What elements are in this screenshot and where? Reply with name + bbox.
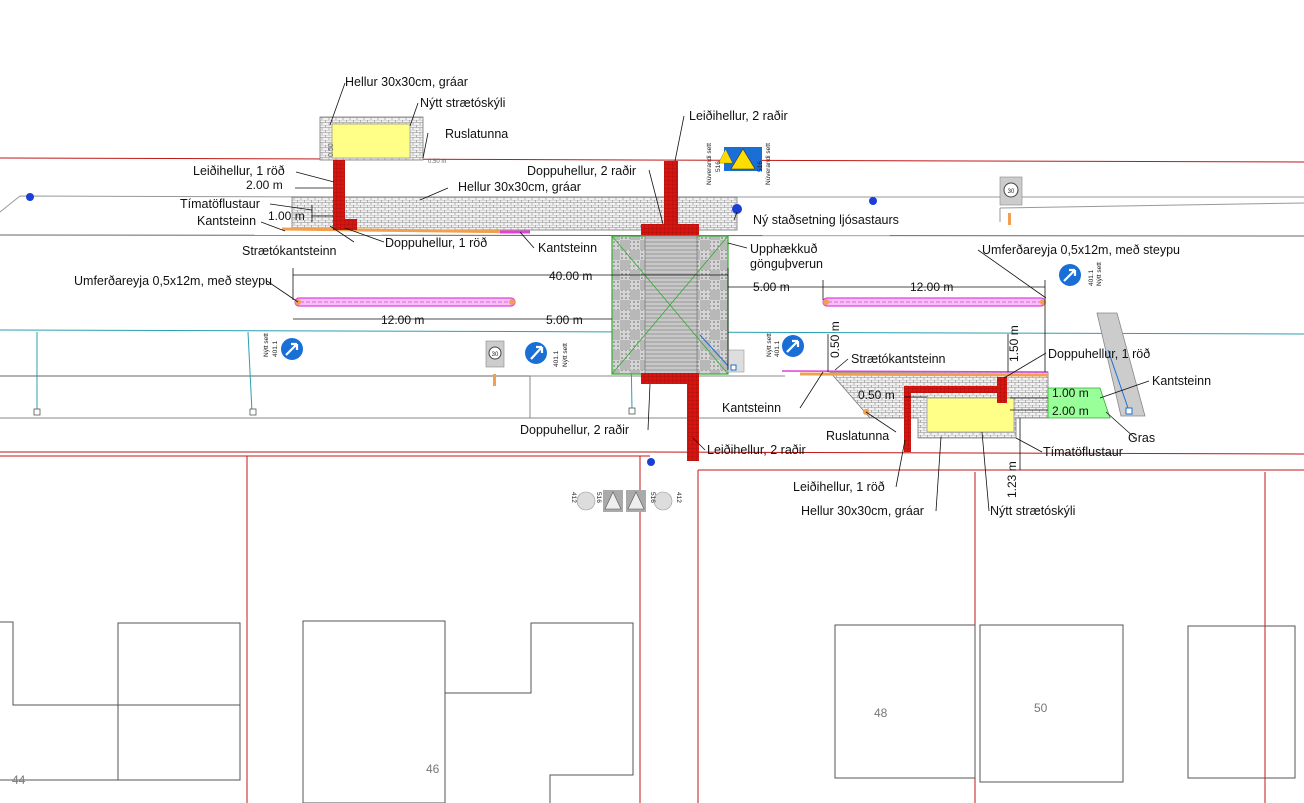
label-dot-tiles-1-right: Doppuhellur, 1 röð (1048, 347, 1150, 361)
label-pavers-mid: Hellur 30x30cm, gráar (458, 180, 581, 194)
dimension-2m-right: 2.00 m (1052, 404, 1089, 418)
new-lamp-post-icon (732, 204, 742, 214)
label-dot-tiles-1-top: Doppuhellur, 1 röð (385, 236, 487, 250)
sign-label: Núverandi sett (706, 143, 713, 185)
label-bus-kerb-right: Strætókantsteinn (851, 352, 946, 366)
label-new-shelter-top: Nýtt strætóskýli (420, 96, 505, 110)
dimension-150: 1.50 m (1007, 325, 1021, 362)
dimension-050-vert: 0.50 (328, 143, 335, 157)
house-number-50: 50 (1034, 701, 1048, 715)
lamp-post-icon (647, 458, 655, 466)
keep-right-sign-icon (1059, 264, 1081, 286)
dimension-lines (292, 187, 1048, 470)
keep-right-sign-icon (782, 335, 804, 357)
label-guide-tiles-1-top: Leiðihellur, 1 röð (193, 164, 285, 178)
buildings (0, 620, 1296, 803)
label-dot-tiles-2-top: Doppuhellur, 2 raðir (527, 164, 636, 178)
pedestrian-crossing-sign-icon (576, 490, 673, 512)
speed-30-sign-icon: 30 (485, 340, 505, 386)
speed-30-sign-icon: 30 (999, 176, 1023, 225)
house-number-48: 48 (874, 706, 888, 720)
sign-label: Nýtt sett (766, 333, 773, 357)
label-timetable-post-right: Tímatöflustaur (1043, 445, 1123, 459)
top-dot-tiles-2-rows (641, 224, 699, 235)
label-kerb-mid: Kantsteinn (538, 241, 597, 255)
dimension-050-right: 0.50 m (858, 388, 895, 402)
traffic-island-right (822, 297, 1046, 307)
house-number-44: 44 (12, 773, 26, 787)
label-island-left: Umferðareyja 0,5x12m, með steypu (74, 274, 272, 288)
sign-label: 412 (675, 492, 682, 503)
svg-text:30: 30 (492, 352, 499, 358)
label-pavers-bottom: Hellur 30x30cm, gráar (801, 504, 924, 518)
sign-label: 516 (757, 161, 764, 172)
dimension-1m-right: 1.00 m (1052, 386, 1089, 400)
dimension-40m: 40.00 m (549, 269, 592, 283)
bottom-dot-tiles-2-rows (641, 373, 699, 384)
top-bus-shelter (331, 123, 411, 159)
label-kerb-top: Kantsteinn (197, 214, 256, 228)
label-trash-bin-top: Ruslatunna (445, 127, 508, 141)
label-kerb-left-low: Kantsteinn (722, 401, 781, 415)
traffic-island-left (294, 297, 516, 307)
dimension-12m-left: 12.00 m (381, 313, 424, 327)
svg-text:30: 30 (1008, 189, 1015, 195)
sign-label: Núverandi sett (765, 143, 772, 185)
sign-label: 401.1 (1088, 269, 1095, 286)
label-timetable-post-top: Tímatöflustaur (180, 197, 260, 211)
lamp-post-icon (869, 197, 877, 205)
sign-label: 516 (715, 161, 722, 172)
sign-label: 401.1 (774, 340, 781, 357)
label-new-shelter-bottom: Nýtt strætóskýli (990, 504, 1075, 518)
dimension-050-vert-right: 0.50 m (828, 321, 842, 358)
label-guide-tiles-1-bottom: Leiðihellur, 1 röð (793, 480, 885, 494)
keep-right-sign-icon (525, 342, 547, 364)
label-bus-kerb-top: Strætókantsteinn (242, 244, 337, 258)
sign-label: Nýtt sett (263, 333, 270, 357)
label-grass: Gras (1128, 431, 1155, 445)
top-guide-tiles-1-row (333, 160, 345, 230)
sign-label: Nýtt sett (562, 343, 569, 367)
label-guide-tiles-2-top: Leiðihellur, 2 raðir (689, 109, 788, 123)
pedestrian-crossing-sign-icon (718, 147, 762, 171)
sign-label: 516 (595, 492, 602, 503)
raised-crossing (611, 235, 745, 375)
dimension-12m-right: 12.00 m (910, 280, 953, 294)
sign-label: 412 (570, 492, 577, 503)
dimension-2m-left: 2.00 m (246, 178, 283, 192)
house-number-46: 46 (426, 762, 440, 776)
label-raised-crossing-1: Upphækkuð (750, 242, 817, 256)
sign-label: 516 (649, 492, 656, 503)
keep-right-sign-icon (281, 338, 303, 360)
top-dot-tiles-1-row (333, 219, 357, 230)
dimension-123: 1.23 m (1005, 461, 1019, 498)
label-island-right: Umferðareyja 0,5x12m, með steypu (982, 243, 1180, 257)
dimension-050-small: 0.50 m (428, 159, 446, 165)
label-trash-bin-right: Ruslatunna (826, 429, 889, 443)
label-raised-crossing-2: gönguþverun (750, 257, 823, 271)
label-new-lamp-location: Ný staðsetning ljósastaurs (753, 213, 899, 227)
right-bus-stop (781, 312, 1146, 452)
sign-label: Nýtt sett (1096, 262, 1103, 286)
label-kerb-right: Kantsteinn (1152, 374, 1211, 388)
top-kerb-line (281, 227, 531, 234)
bottom-guide-tiles-2-rows (687, 384, 699, 461)
label-dot-tiles-2-bottom: Doppuhellur, 2 raðir (520, 423, 629, 437)
sign-label: 401.1 (272, 340, 279, 357)
sign-label: 401.1 (553, 350, 560, 367)
dimension-1m-left: 1.00 m (268, 209, 305, 223)
road-linework (0, 157, 1304, 803)
lamp-post-icon (26, 193, 34, 201)
leader-lines (260, 82, 1150, 512)
dimension-5m-left: 5.00 m (546, 313, 583, 327)
dimension-5m-right: 5.00 m (753, 280, 790, 294)
top-guide-tiles-2-rows (664, 161, 678, 227)
label-guide-tiles-2-bottom: Leiðihellur, 2 raðir (707, 443, 806, 457)
label-pavers-top: Hellur 30x30cm, gráar (345, 75, 468, 89)
